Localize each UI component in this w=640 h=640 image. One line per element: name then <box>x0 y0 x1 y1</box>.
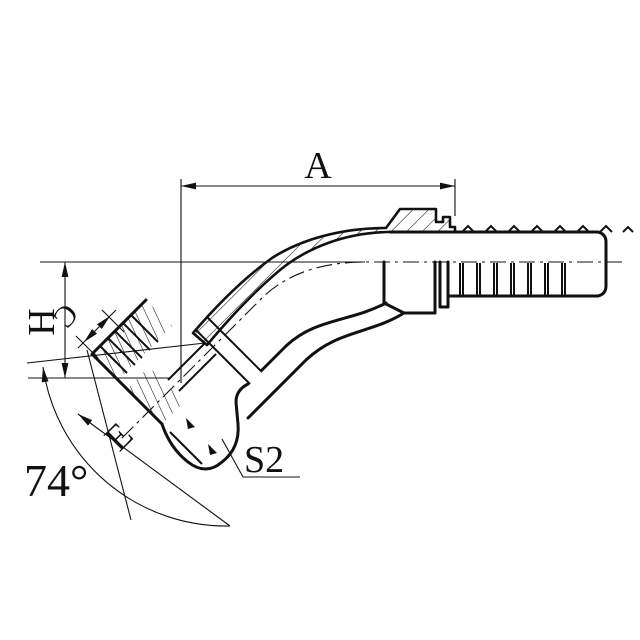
wrench-size-callout: S2 <box>221 438 300 481</box>
female-threads <box>99 314 159 374</box>
barb-serrations <box>461 224 634 233</box>
dim-label-a: A <box>304 145 332 187</box>
tube-lower-wall <box>167 301 406 420</box>
cone-angle-callout: 74° <box>24 342 231 527</box>
nut-hex-outline <box>160 382 250 471</box>
wrench-size-label: S2 <box>244 439 284 481</box>
hose-stem <box>388 224 634 298</box>
stem-ribs <box>459 263 566 296</box>
nut-section-hatch2 <box>127 367 184 424</box>
cone-angle-label: 74° <box>24 455 88 506</box>
swivel-nut <box>90 298 250 471</box>
dim-label-h: H <box>21 308 63 335</box>
elbow-tube-section <box>191 207 457 347</box>
nut-section-hatch <box>92 300 172 380</box>
dimension-a: A <box>180 145 456 383</box>
collar <box>382 260 450 315</box>
dim-label-e: E <box>97 415 141 459</box>
dimension-h: H <box>21 261 365 379</box>
